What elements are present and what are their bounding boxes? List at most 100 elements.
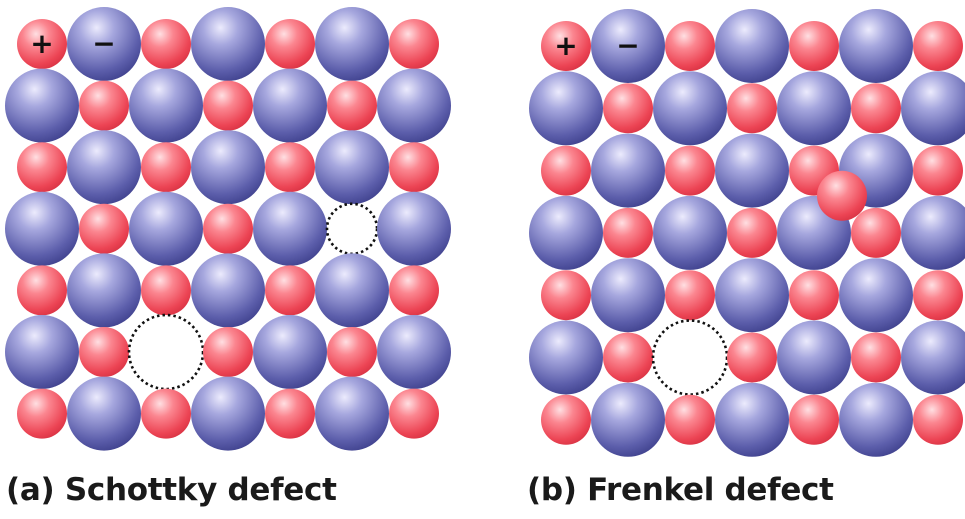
anion-ion: [839, 258, 913, 333]
anion-ion: [839, 9, 913, 83]
cation-ion: [389, 19, 439, 69]
anion-ion: [5, 68, 79, 143]
anion-ion: [715, 133, 789, 208]
anion-charge-label: −: [616, 29, 639, 62]
cation-ion: [851, 83, 901, 134]
anion-charge-label: −: [92, 27, 115, 60]
cation-ion: [327, 327, 377, 377]
anion-ion: [67, 376, 141, 451]
anion-ion: [191, 7, 265, 81]
cation-ion: [203, 327, 253, 377]
cation-ion: [265, 265, 315, 316]
anion-ion: [715, 9, 789, 83]
cation-ion: [727, 83, 777, 134]
cation-charge-label: +: [30, 27, 53, 60]
cation-ion: [389, 265, 439, 316]
cation-ion: [603, 83, 653, 134]
cation-ion: [79, 327, 129, 377]
vacancy-site: [651, 319, 729, 396]
cation-ion: [389, 388, 439, 439]
cation-ion: [913, 21, 963, 71]
anion-ion: [5, 315, 79, 389]
anion-ion: [253, 191, 327, 266]
anion-ion: [777, 320, 851, 395]
anion-ion: [529, 195, 603, 270]
cation-ion: [141, 265, 191, 316]
anion-ion: [377, 315, 451, 389]
anion-ion: [529, 71, 603, 146]
cation-ion: [203, 203, 253, 254]
anion-ion: [377, 191, 451, 266]
cation-ion: [603, 332, 653, 383]
crystal-defect-diagram: +− +−: [5, 7, 965, 457]
cation-ion: [265, 19, 315, 69]
cation-ion: [665, 145, 715, 196]
anion-ion: [67, 7, 141, 81]
cation-ion: [541, 394, 591, 445]
anion-ion: [377, 68, 451, 143]
cation-ion: [203, 80, 253, 131]
anion-ion: [129, 68, 203, 143]
anion-ion: [591, 133, 665, 208]
cation-ion: [789, 21, 839, 71]
anion-ion: [191, 253, 265, 328]
cation-ion: [789, 270, 839, 321]
cation-ion: [389, 142, 439, 193]
anion-ion: [129, 191, 203, 266]
cation-ion: [17, 388, 67, 439]
cation-ion: [265, 142, 315, 193]
anion-ion: [67, 253, 141, 328]
cation-ion: [789, 394, 839, 445]
cation-ion: [727, 207, 777, 258]
anion-ion: [315, 376, 389, 451]
cation-ion: [665, 394, 715, 445]
anion-ion: [191, 130, 265, 205]
cation-ion: [541, 270, 591, 321]
frenkel-panel: +−: [529, 9, 965, 457]
anion-ion: [653, 71, 727, 146]
cation-ion: [541, 21, 591, 71]
anion-ion: [653, 195, 727, 270]
anion-ion: [253, 68, 327, 143]
anion-ion: [253, 315, 327, 389]
cation-ion: [141, 388, 191, 439]
anion-ion: [191, 376, 265, 451]
vacancy-site: [127, 313, 205, 391]
anion-ion: [67, 130, 141, 205]
cation-ion: [17, 19, 67, 69]
anion-ion: [315, 130, 389, 205]
anion-ion: [315, 253, 389, 328]
cation-ion: [17, 142, 67, 193]
cation-ion: [141, 19, 191, 69]
anion-ion: [315, 7, 389, 81]
cation-ion: [665, 21, 715, 71]
cation-ion: [141, 142, 191, 193]
cation-ion: [541, 145, 591, 196]
interstitial-cation: [817, 170, 867, 221]
cation-ion: [913, 145, 963, 196]
cation-ion: [851, 207, 901, 258]
cation-ion: [79, 203, 129, 254]
cation-ion: [851, 332, 901, 383]
cation-ion: [665, 270, 715, 321]
anion-ion: [839, 382, 913, 457]
cation-ion: [17, 265, 67, 316]
anion-ion: [901, 195, 965, 270]
anion-ion: [591, 258, 665, 333]
cation-charge-label: +: [554, 29, 577, 62]
schottky-panel: +−: [5, 7, 451, 451]
anion-ion: [777, 71, 851, 146]
cation-ion: [603, 207, 653, 258]
cation-ion: [327, 80, 377, 131]
cation-ion: [913, 394, 963, 445]
vacancy-site: [325, 202, 379, 256]
schottky-defect-caption: (a) Schottky defect: [6, 472, 337, 508]
anion-ion: [591, 9, 665, 83]
anion-ion: [591, 382, 665, 457]
anion-ion: [529, 320, 603, 395]
cation-ion: [913, 270, 963, 321]
anion-ion: [5, 191, 79, 266]
cation-ion: [79, 80, 129, 131]
cation-ion: [727, 332, 777, 383]
frenkel-defect-caption: (b) Frenkel defect: [527, 472, 834, 508]
